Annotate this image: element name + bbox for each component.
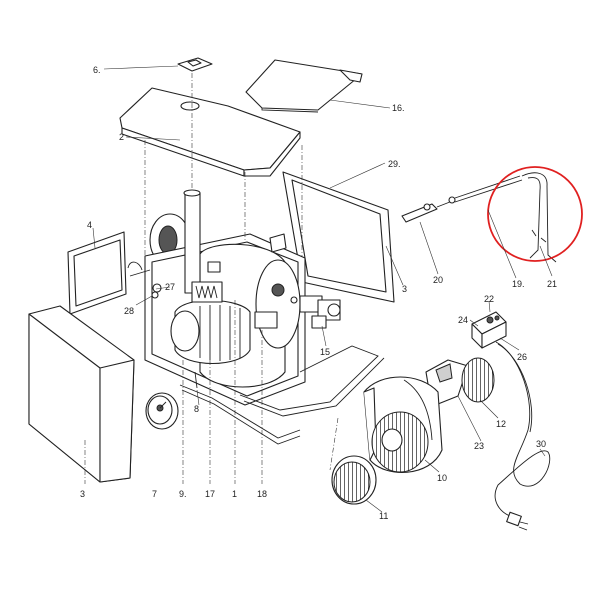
label-part-8: 8 (194, 404, 199, 414)
label-part-7: 7 (152, 489, 157, 499)
part-3-front-panel (28, 305, 135, 483)
label-part-1: 1 (232, 489, 237, 499)
part-20-ignition-rod (401, 199, 456, 223)
part-21-thermocouple (521, 172, 557, 263)
label-part-15: 15 (320, 347, 330, 357)
highlight-circle (487, 166, 583, 262)
part-6-flange (177, 57, 213, 72)
alignment-lines (84, 73, 339, 484)
label-part-3-front: 3 (80, 489, 85, 499)
part-16-cover-panel (245, 59, 363, 113)
label-part-29: 29. (388, 159, 401, 169)
part-30-power-cord (494, 341, 551, 531)
label-part-21: 21 (547, 279, 557, 289)
part-2-hood (119, 87, 301, 177)
label-part-20: 20 (433, 275, 443, 285)
label-part-17: 17 (205, 489, 215, 499)
part-7-knob (145, 392, 179, 430)
main-frame (127, 189, 306, 406)
part-labels: 6. 2 16. 29. 4 3 20 19. 21 22 24 26 15 2… (80, 65, 557, 521)
label-part-10: 10 (437, 473, 447, 483)
label-part-9: 9. (179, 489, 187, 499)
part-15-burner-nozzle (290, 295, 341, 329)
label-part-26: 26 (517, 352, 527, 362)
label-part-16: 16. (392, 103, 405, 113)
label-part-6: 6. (93, 65, 101, 75)
part-8-stub (194, 371, 198, 389)
label-part-2: 2 (119, 132, 124, 142)
part-12-fan-grill (461, 357, 495, 403)
label-part-18: 18 (257, 489, 267, 499)
part-19-tube (448, 175, 523, 204)
label-part-30: 30 (536, 439, 546, 449)
label-part-23: 23 (474, 441, 484, 451)
part-24-control-switch (471, 311, 507, 349)
label-part-27: 27 (165, 282, 175, 292)
label-part-22: 22 (484, 294, 494, 304)
label-part-3-right: 3 (402, 284, 407, 294)
label-part-4: 4 (87, 220, 92, 230)
label-part-19: 19. (512, 279, 525, 289)
label-part-28: 28 (124, 306, 134, 316)
label-part-24: 24 (458, 315, 468, 325)
part-10-blower (363, 376, 443, 473)
part-11-fan-guard (331, 455, 377, 505)
label-part-11: 11 (379, 511, 388, 521)
label-part-12: 12 (496, 419, 506, 429)
part-4-side-panel (67, 231, 127, 315)
leader-lines (92, 65, 553, 513)
part-3-side-panel-right (282, 171, 395, 303)
